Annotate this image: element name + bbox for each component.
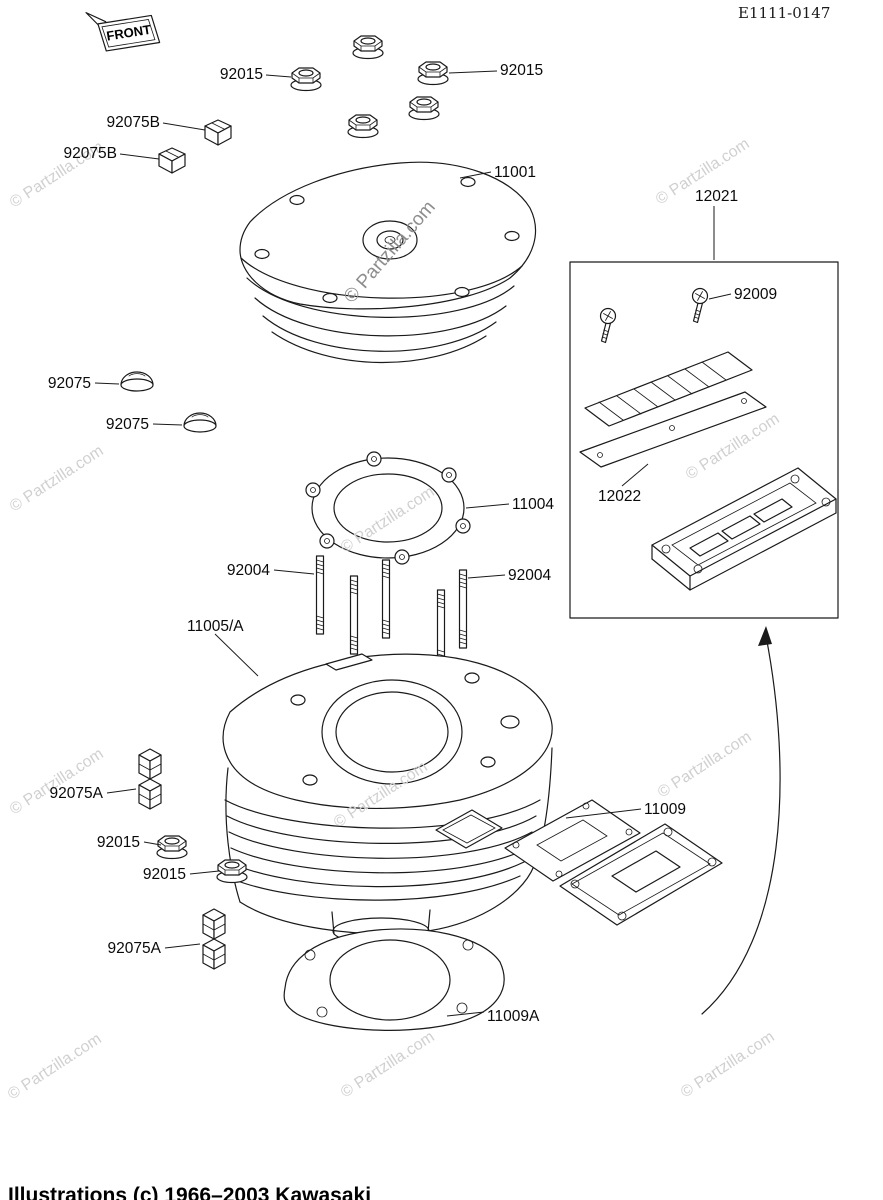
reed-kit-box-drawing: [569, 261, 839, 619]
callout-labels: 92015 92015 92075B 92075B 11001 12021 92…: [48, 62, 777, 1025]
flange-nut-drawing: [290, 35, 449, 139]
watermark: © Partzilla.com: [655, 728, 755, 801]
callout-92009: 92009: [734, 286, 777, 303]
document-code: E1111-0147: [738, 4, 831, 22]
callout-92075B-2: 92075B: [64, 145, 117, 162]
callout-92075-2: 92075: [106, 416, 149, 433]
callout-92075A-2: 92075A: [108, 940, 162, 957]
callout-11005A: 11005/A: [187, 618, 244, 635]
stud-bolt-drawing: [315, 555, 468, 669]
callout-11009: 11009: [644, 801, 686, 818]
reed-valve-holder-drawing: [504, 799, 723, 926]
head-gasket-drawing: [305, 451, 471, 565]
cylinder-drawing: [222, 653, 553, 945]
watermark: © Partzilla.com: [338, 1028, 438, 1101]
kit-pointer-arrow: [701, 626, 781, 1015]
callout-11009A: 11009A: [487, 1008, 540, 1025]
watermark: © Partzilla.com: [7, 442, 107, 515]
front-label: FRONT: [105, 22, 152, 44]
watermark: © Partzilla.com: [7, 745, 107, 818]
cylinder-head-drawing: [239, 161, 537, 364]
callout-92075B-1: 92075B: [107, 114, 160, 131]
callout-92004-2: 92004: [508, 567, 551, 584]
callout-92004-1: 92004: [227, 562, 270, 579]
leader-lines: [94, 70, 732, 1017]
callout-92015-2: 92015: [500, 62, 543, 79]
callout-92015-3: 92015: [97, 834, 140, 851]
callout-92075A-1: 92075A: [50, 785, 104, 802]
base-gasket-drawing: [283, 928, 505, 1031]
copyright-notice: Illustrations (c) 1966–2003 Kawasaki Mot…: [8, 1126, 413, 1200]
callout-11001: 11001: [494, 164, 536, 181]
watermark: © Partzilla.com: [5, 1030, 105, 1103]
damper-stack-drawing: [138, 748, 226, 970]
callout-12022: 12022: [598, 488, 641, 505]
front-arrow-icon: FRONT: [85, 12, 161, 52]
callout-92075-1: 92075: [48, 375, 91, 392]
callout-92015-4: 92015: [143, 866, 186, 883]
callout-92015-1: 92015: [220, 66, 263, 83]
callout-12021: 12021: [695, 188, 738, 205]
watermark: © Partzilla.com: [678, 1028, 778, 1101]
callout-11004: 11004: [512, 496, 554, 513]
copyright-line-1: Illustrations (c) 1966–2003 Kawasaki: [8, 1184, 372, 1200]
